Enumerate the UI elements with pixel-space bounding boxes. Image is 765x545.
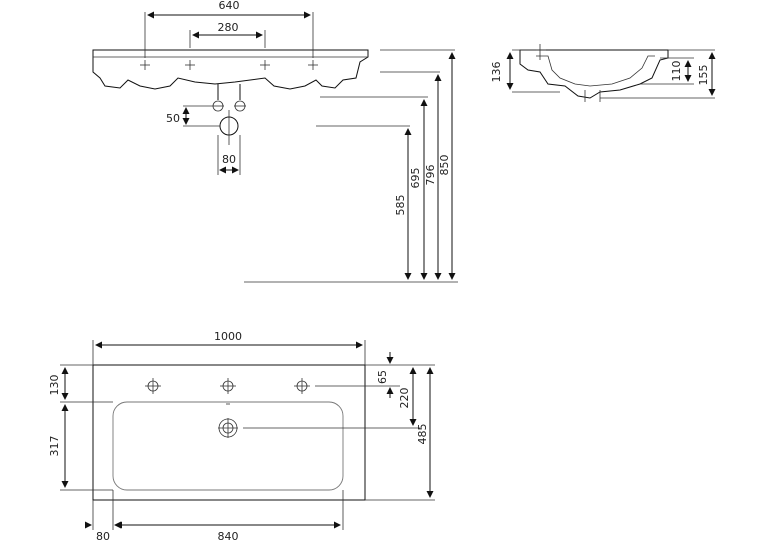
dim-50: 50 xyxy=(166,112,180,125)
dim-130: 130 xyxy=(48,375,61,396)
dim-155: 155 xyxy=(697,65,710,86)
basin-front-outline xyxy=(92,49,369,90)
dim-280: 280 xyxy=(218,21,239,34)
front-view: 640 280 50 80 585 695 796 850 xyxy=(92,0,458,283)
dim-695: 695 xyxy=(409,168,422,189)
basin-side-outline xyxy=(519,49,669,99)
dim-110: 110 xyxy=(670,61,683,82)
dim-585: 585 xyxy=(394,195,407,216)
dim-80: 80 xyxy=(222,153,236,166)
side-view: 136 110 155 xyxy=(490,44,716,102)
dim-850: 850 xyxy=(438,155,451,176)
dim-80-bottom: 80 xyxy=(96,530,110,543)
dim-796: 796 xyxy=(424,165,437,186)
dim-485: 485 xyxy=(416,424,429,445)
top-view: 1000 130 317 65 220 485 80 840 xyxy=(48,330,435,543)
dim-640: 640 xyxy=(219,0,240,12)
tap-holes xyxy=(145,378,310,394)
dim-1000: 1000 xyxy=(214,330,242,343)
basin-top-outline xyxy=(92,364,366,501)
dim-65: 65 xyxy=(376,370,389,384)
dim-220: 220 xyxy=(398,388,411,409)
dim-317: 317 xyxy=(48,436,61,457)
dim-840: 840 xyxy=(218,530,239,543)
bowl-outline xyxy=(112,401,344,491)
dim-136: 136 xyxy=(490,62,503,83)
